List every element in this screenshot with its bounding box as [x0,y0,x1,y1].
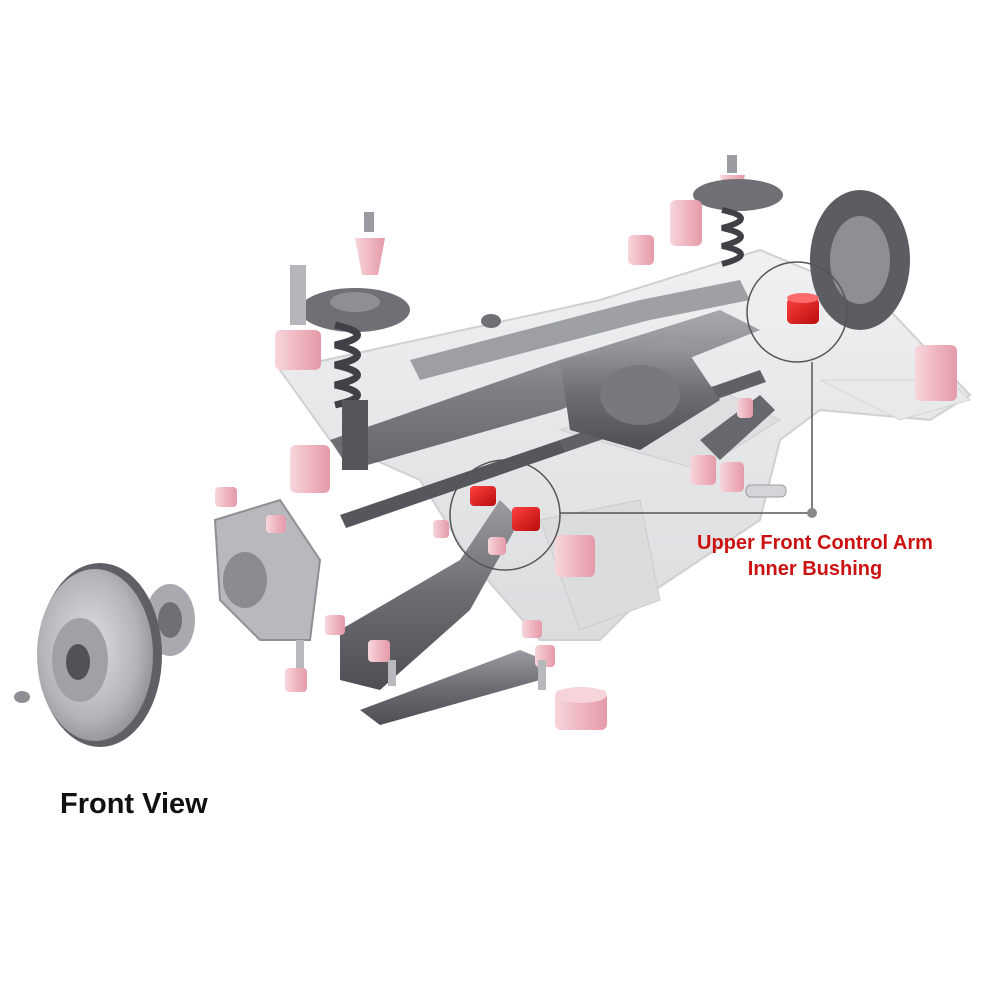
highlighted-bushing-right [787,293,819,324]
brake-rotor [37,563,162,747]
callout-anchor-dot [807,508,817,518]
right-rotor [810,190,910,330]
highlighted-bushing-left-b [512,507,540,531]
left-knuckle [213,498,322,641]
right-strut-assembly [693,155,783,267]
wheel-nut [14,691,30,703]
pink-bushings [215,200,957,730]
left-strut-assembly [290,212,410,470]
callout-line-2: Inner Bushing [747,558,883,580]
differential [560,340,720,450]
callout-leaders [449,261,848,571]
highlighted-bushing-left-a [470,486,496,506]
callout-label: Upper Front Control Arm Inner Bushing [660,530,970,582]
callout-line-1: Upper Front Control Arm [697,532,933,554]
view-label: Front View [60,788,208,820]
loose-pins [296,314,787,690]
